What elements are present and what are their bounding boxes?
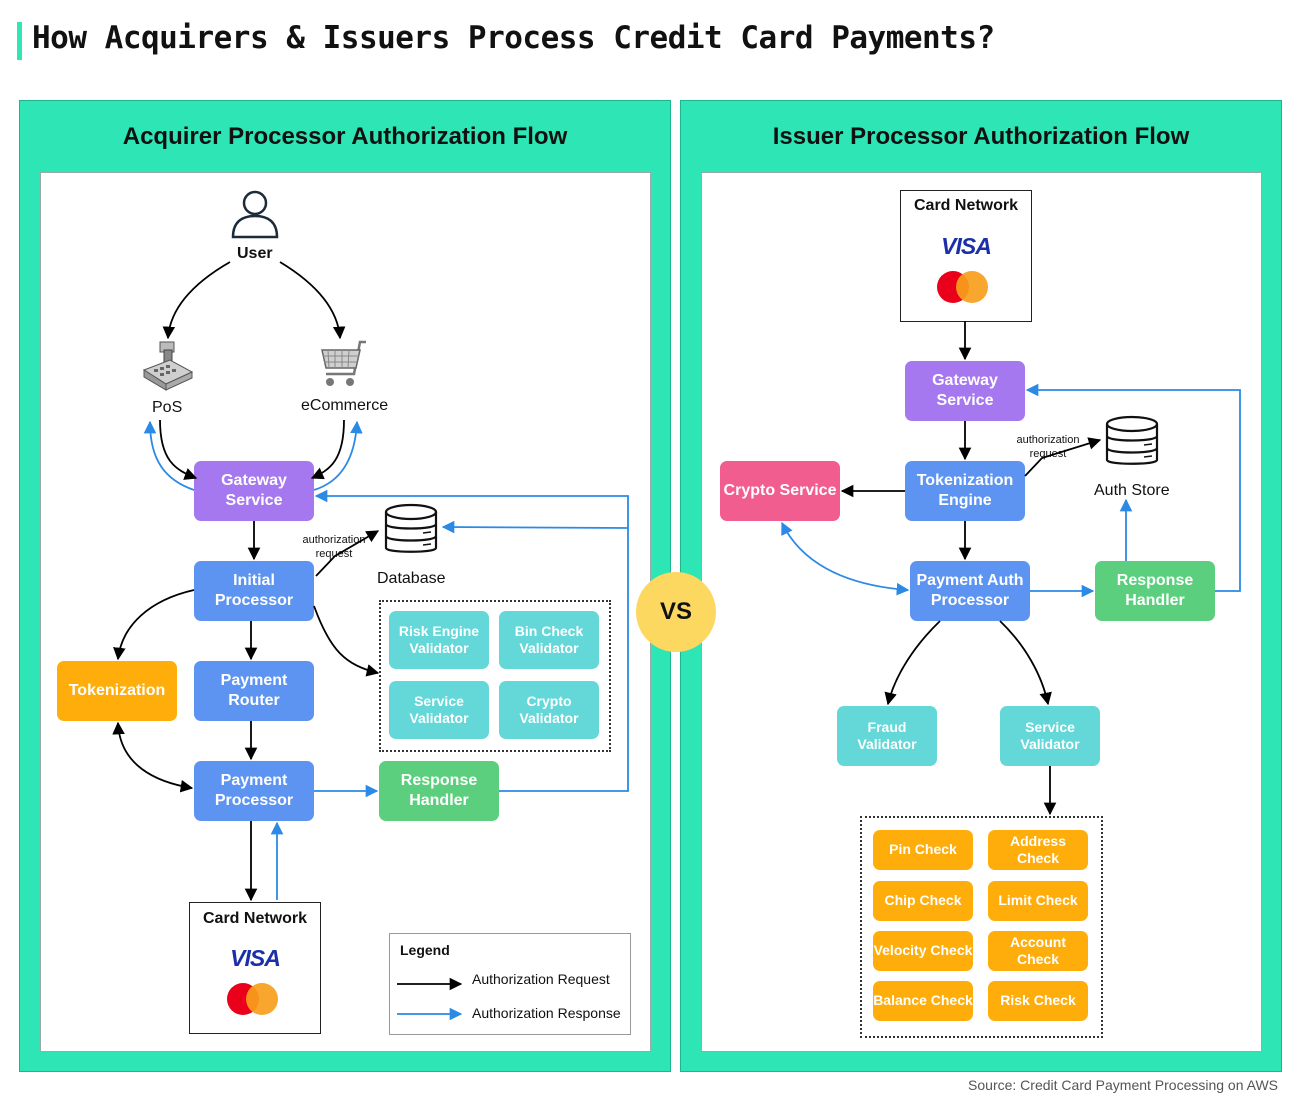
legend-title: Legend xyxy=(400,942,450,958)
issuer-panel-title: Issuer Processor Authorization Flow xyxy=(772,123,1190,150)
arrow-ecommerce-to-gateway xyxy=(310,419,345,480)
iss-gateway-service: Gateway Service xyxy=(905,361,1025,421)
checks-group xyxy=(860,816,1103,1038)
acq-initial-processor: Initial Processor xyxy=(194,561,314,621)
legend-response-label: Authorization Response xyxy=(472,1005,621,1021)
page-title: How Acquirers & Issuers Process Credit C… xyxy=(32,20,995,56)
acq-visa-logo: VISA xyxy=(230,945,281,971)
vs-badge: VS xyxy=(636,572,716,652)
risk-check: Risk Check xyxy=(988,981,1088,1021)
arrow-pos-to-gateway xyxy=(159,419,198,480)
arrow-tokenization-to-authstore xyxy=(1024,437,1102,477)
arrow-gateway-to-pos xyxy=(143,420,195,491)
acq-crypto-validator: Crypto Validator xyxy=(499,681,599,739)
iss-card-network: Card Network VISA xyxy=(900,190,1032,322)
arrow-initial-to-tokenization xyxy=(113,589,195,661)
iss-response-handler: Response Handler xyxy=(1095,561,1215,621)
database-icon xyxy=(384,503,438,553)
address-check: Address Check xyxy=(988,830,1088,870)
iss-payment-auth-processor: Payment Auth Processor xyxy=(910,561,1030,621)
arrow-user-to-pos xyxy=(162,261,231,340)
pos-terminal-icon xyxy=(142,341,194,391)
arrow-response-to-gateway xyxy=(314,489,629,792)
arrow-initial-to-database xyxy=(315,530,380,577)
velocity-check: Velocity Check xyxy=(873,931,973,971)
arrow-user-to-ecommerce xyxy=(279,261,346,340)
auth-store-database-icon xyxy=(1105,415,1159,465)
risk-engine-validator: Risk Engine Validator xyxy=(389,611,489,669)
pos-label: PoS xyxy=(152,399,183,416)
chip-check: Chip Check xyxy=(873,881,973,921)
iss-card-network-title: Card Network xyxy=(913,197,1019,214)
source-credit: Source: Credit Card Payment Processing o… xyxy=(968,1077,1278,1093)
user-icon xyxy=(231,190,279,239)
title-accent-bar xyxy=(17,22,22,60)
legend-request-label: Authorization Request xyxy=(472,971,610,987)
iss-mastercard-orange-circle xyxy=(956,271,988,303)
arrow-crypto-payment-auth xyxy=(781,521,910,596)
acq-response-handler: Response Handler xyxy=(379,761,499,821)
bin-check-validator: Bin Check Validator xyxy=(499,611,599,669)
auth-store-label: Auth Store xyxy=(1094,482,1170,499)
user-label: User xyxy=(237,245,273,262)
acquirer-panel-title: Acquirer Processor Authorization Flow xyxy=(122,123,568,150)
acq-mastercard-orange-circle xyxy=(246,983,278,1015)
balance-check: Balance Check xyxy=(873,981,973,1021)
iss-crypto-service: Crypto Service xyxy=(720,461,840,521)
database-label: Database xyxy=(377,570,446,587)
arrow-gateway-to-ecommerce xyxy=(313,420,363,491)
ecommerce-label: eCommerce xyxy=(301,397,389,414)
iss-fraud-validator: Fraud Validator xyxy=(837,706,937,766)
arrow-tokenization-processor xyxy=(112,721,194,793)
arrow-payment-auth-to-fraud xyxy=(884,620,941,706)
arrow-response-to-database xyxy=(441,520,629,534)
shopping-cart-icon xyxy=(321,340,366,386)
acq-card-network: Card Network VISA xyxy=(189,902,321,1034)
arrow-payment-auth-to-service xyxy=(999,620,1052,706)
iss-auth-request-note: authorization request xyxy=(1016,434,1080,461)
iss-visa-logo: VISA xyxy=(941,233,992,259)
validators-group xyxy=(379,600,611,752)
account-check: Account Check xyxy=(988,931,1088,971)
acq-card-network-title: Card Network xyxy=(202,910,308,927)
iss-tokenization-engine: Tokenization Engine xyxy=(905,461,1025,521)
arrow-initial-to-validators xyxy=(313,605,380,677)
iss-service-validator: Service Validator xyxy=(1000,706,1100,766)
acq-payment-router: Payment Router xyxy=(194,661,314,721)
acq-payment-processor: Payment Processor xyxy=(194,761,314,821)
acq-service-validator: Service Validator xyxy=(389,681,489,739)
pin-check: Pin Check xyxy=(873,830,973,870)
arrow-response-to-iss-gateway xyxy=(1025,383,1241,592)
acq-tokenization: Tokenization xyxy=(57,661,177,721)
limit-check: Limit Check xyxy=(988,881,1088,921)
acq-gateway-service: Gateway Service xyxy=(194,461,314,521)
